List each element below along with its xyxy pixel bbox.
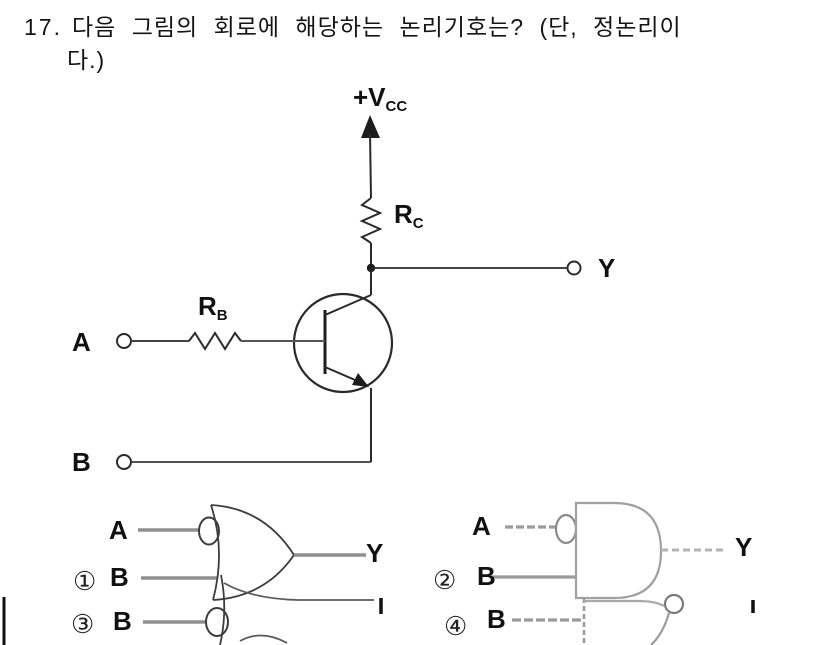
option1-input-b-label: B xyxy=(110,562,129,592)
input-b-label: B xyxy=(72,447,91,477)
option3-partial-gate-icon xyxy=(143,574,383,645)
question-number: 17. xyxy=(24,14,62,40)
option1-input-a-label: A xyxy=(109,515,128,545)
option2-output-label: Y xyxy=(735,532,753,562)
option3-number: ③ xyxy=(71,609,95,639)
output-terminal-circle xyxy=(566,260,582,276)
question-text-line1: 17.다음 그림의 회로에 해당하는 논리기호는? (단, 정논리이 xyxy=(24,14,682,40)
input-b-wire xyxy=(116,454,371,470)
option3-input-b-label: B xyxy=(113,606,132,636)
vcc-arrow-icon xyxy=(361,115,380,199)
input-a-label: A xyxy=(72,327,91,357)
inversion-bubble-4 xyxy=(663,593,685,615)
option2-number: ② xyxy=(433,565,457,595)
option1-output-label: Y xyxy=(366,538,384,568)
input-a-terminal-circle xyxy=(116,333,132,349)
option2-input-a-label: A xyxy=(472,511,491,541)
option4-number: ④ xyxy=(444,611,468,641)
output-y-label: Y xyxy=(598,253,616,283)
option4-partial-gate-icon xyxy=(512,593,755,645)
inversion-bubble-a2 xyxy=(554,513,578,545)
transistor-icon xyxy=(292,268,394,462)
option2-input-b-label: B xyxy=(477,561,496,591)
vcc-label: +VCC xyxy=(353,82,408,115)
option2-and-gate-icon xyxy=(489,501,727,600)
input-b-terminal-circle xyxy=(116,454,132,470)
rb-label: RB xyxy=(198,291,228,324)
resistor-rb-icon xyxy=(188,331,242,351)
resistor-rc-icon xyxy=(359,197,383,244)
option1-number: ① xyxy=(73,566,97,596)
input-a-wire xyxy=(116,331,325,351)
rc-label: RC xyxy=(394,199,424,232)
inversion-bubble-a1 xyxy=(198,516,220,546)
option1-or-gate-icon xyxy=(138,504,366,601)
option4-input-b-label: B xyxy=(487,604,506,634)
question-text-line2: 다.) xyxy=(67,47,106,73)
